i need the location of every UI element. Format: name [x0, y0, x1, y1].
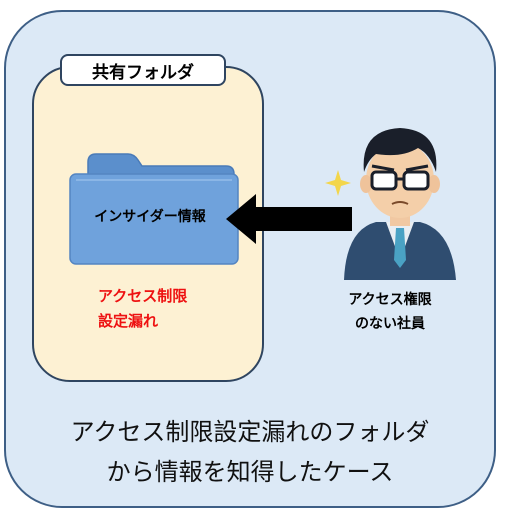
case-caption: アクセス制限設定漏れのフォルダ から情報を知得したケース	[20, 412, 480, 492]
employee-with-glasses-icon	[325, 128, 456, 280]
case-caption-line-1: アクセス制限設定漏れのフォルダ	[70, 418, 430, 446]
employee-caption: アクセス権限 のない社員	[320, 288, 460, 336]
warning-line-1: アクセス制限	[98, 287, 188, 305]
access-restriction-warning: アクセス制限 設定漏れ	[98, 284, 238, 334]
folder-label: インサイダー情報	[94, 209, 206, 225]
sparkle-icon	[325, 170, 351, 196]
shared-folder-tab: 共有フォルダ	[60, 54, 226, 86]
arrow-left-icon	[226, 194, 352, 244]
folder-icon	[69, 153, 239, 265]
employee-line-2: のない社員	[355, 316, 425, 332]
employee-line-1: アクセス権限	[348, 292, 432, 308]
case-caption-line-2: から情報を知得したケース	[106, 458, 394, 486]
warning-line-2: 設定漏れ	[98, 312, 159, 330]
